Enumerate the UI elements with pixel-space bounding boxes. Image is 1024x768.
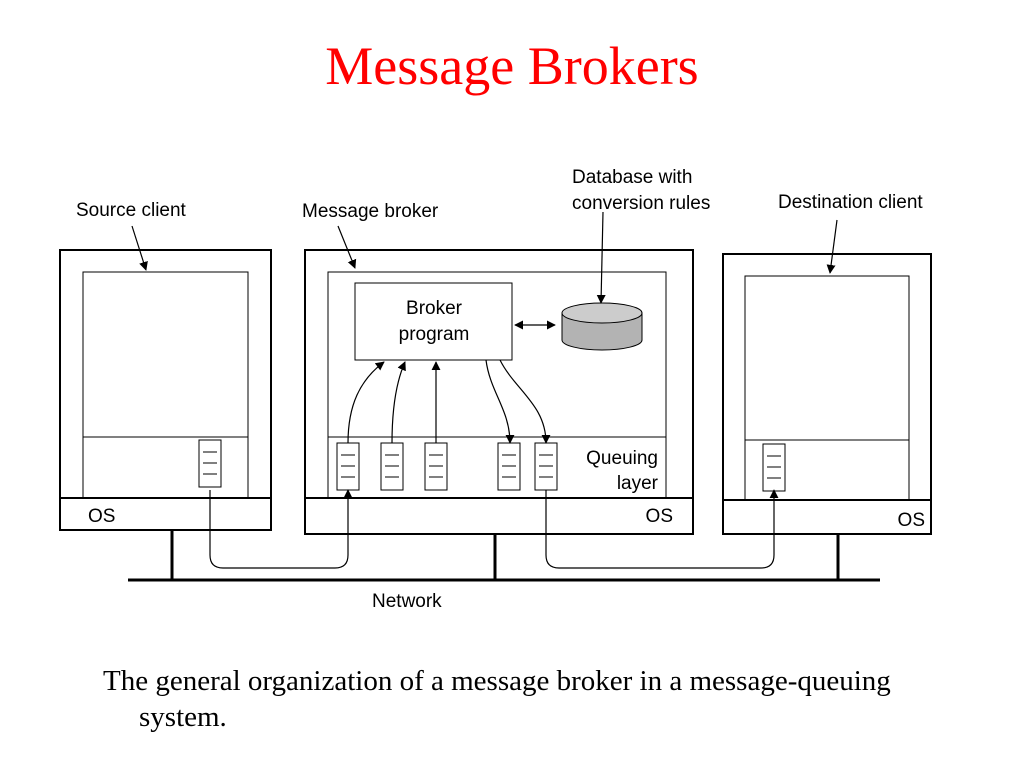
database-icon bbox=[561, 302, 643, 351]
broker-os-label: OS bbox=[646, 506, 673, 527]
broker-pointer-arrow bbox=[337, 225, 357, 269]
source-client-machine: OS bbox=[59, 249, 272, 531]
database-label-1: Database with bbox=[572, 167, 692, 188]
queuing-layer-label-2: layer bbox=[617, 473, 659, 494]
broker-queue-icon-5 bbox=[534, 442, 558, 491]
broker-queue-icon-4 bbox=[497, 442, 521, 491]
destination-pointer-arrow bbox=[826, 219, 838, 274]
database-label-2: conversion rules bbox=[572, 193, 710, 214]
flow-arrows bbox=[131, 211, 838, 569]
source-queue-icon bbox=[198, 439, 222, 488]
slide-title: Message Brokers bbox=[325, 36, 699, 96]
queue1-to-broker-arrow bbox=[347, 361, 385, 444]
queue2-to-broker-arrow bbox=[391, 361, 406, 444]
broker-to-destination-message-path bbox=[545, 489, 779, 569]
source-to-broker-message-path bbox=[209, 489, 353, 569]
source-client-pointer-arrow bbox=[131, 225, 148, 271]
broker-queue-icon-2 bbox=[380, 442, 404, 491]
queuing-layer-label-1: Queuing bbox=[586, 448, 658, 469]
message-broker-label: Message broker bbox=[302, 201, 439, 222]
slide-caption: The general organization of a message br… bbox=[103, 665, 891, 733]
destination-client-label: Destination client bbox=[778, 192, 923, 213]
broker-program-label-2: program bbox=[399, 324, 470, 345]
database-pointer-arrow bbox=[596, 211, 606, 304]
network-label: Network bbox=[372, 591, 442, 612]
broker-queue-icon-1 bbox=[336, 442, 360, 491]
destination-os-label: OS bbox=[898, 510, 925, 531]
destination-client-machine: OS bbox=[722, 253, 932, 535]
broker-to-queue4-arrow bbox=[485, 359, 515, 444]
broker-queue-icon-3 bbox=[424, 442, 448, 491]
source-os-label: OS bbox=[88, 506, 115, 527]
message-broker-machine: Broker program bbox=[304, 249, 694, 535]
source-client-label: Source client bbox=[76, 200, 187, 221]
destination-queue-icon bbox=[762, 443, 786, 492]
broker-to-queue5-arrow bbox=[499, 359, 551, 444]
network: Network bbox=[128, 530, 880, 612]
broker-program-label-1: Broker bbox=[406, 298, 463, 319]
broker-program-box bbox=[354, 282, 513, 361]
source-client-app-box bbox=[82, 271, 249, 499]
